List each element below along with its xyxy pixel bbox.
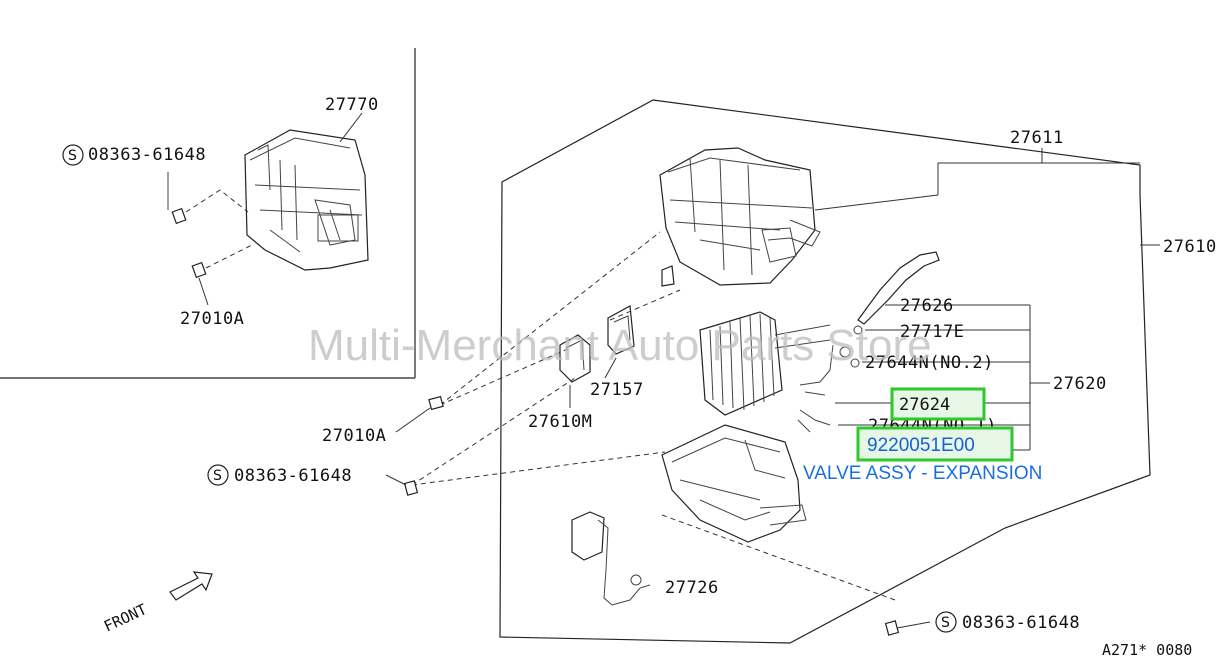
screw-symbol-text: S <box>68 148 77 164</box>
label-27626: 27626 <box>900 296 954 316</box>
label-27624[interactable]: 27624 <box>899 395 950 415</box>
sensor-27726 <box>571 511 651 606</box>
clip <box>661 265 675 287</box>
label-27644N-no2: 27644N(NO.2) <box>865 353 994 373</box>
highlight-27624[interactable] <box>890 387 986 421</box>
part-27610M <box>559 334 591 383</box>
expansion-pipes <box>774 324 860 433</box>
heater-unit-inset <box>244 129 369 271</box>
screw-symbol-icon <box>62 144 84 166</box>
assembly-boundary <box>499 99 1151 644</box>
screw-inset-top <box>167 172 187 225</box>
label-27010A-main: 27010A <box>322 426 386 446</box>
label-08363-bottom: 08363-61648 <box>962 613 1080 633</box>
screw-inset-bottom <box>191 261 207 279</box>
label-08363-main: 08363-61648 <box>234 466 352 486</box>
highlight-part-number[interactable] <box>856 426 1014 462</box>
screw-symbol-text: S <box>213 468 222 484</box>
label-27770: 27770 <box>325 95 379 115</box>
label-front: FRONT <box>101 600 150 635</box>
screw-08363-bottom <box>884 620 900 636</box>
screw-symbol-icon <box>935 611 957 633</box>
label-27717E: 27717E <box>900 322 964 342</box>
evaporator <box>699 311 783 416</box>
bracket-27620 <box>835 304 1050 451</box>
pipe-27626 <box>857 251 940 325</box>
screw-08363-mid <box>403 480 419 496</box>
label-27010A-inset: 27010A <box>180 309 244 329</box>
label-27726: 27726 <box>665 578 719 598</box>
inset-frame <box>0 48 416 379</box>
front-arrow-icon <box>169 571 213 601</box>
screw-symbol-icon <box>207 464 229 486</box>
label-27610M: 27610M <box>528 412 592 432</box>
screw-symbol-text: S <box>941 615 950 631</box>
footer-code: A271* 0080 <box>1102 641 1192 659</box>
upper-case <box>659 147 821 286</box>
part-description: VALVE ASSY - EXPANSION <box>803 463 1042 484</box>
label-27157: 27157 <box>590 380 644 400</box>
label-27611: 27611 <box>1010 128 1064 148</box>
part-number-link[interactable]: 9220051E00 <box>867 435 975 456</box>
watermark: Multi-Merchant Auto Parts Store <box>308 321 932 370</box>
label-27620: 27620 <box>1053 374 1107 394</box>
screw-27010A <box>428 395 444 411</box>
label-08363-inset: 08363-61648 <box>88 145 206 165</box>
label-27610: 27610 <box>1163 237 1217 257</box>
lower-case <box>661 424 807 543</box>
